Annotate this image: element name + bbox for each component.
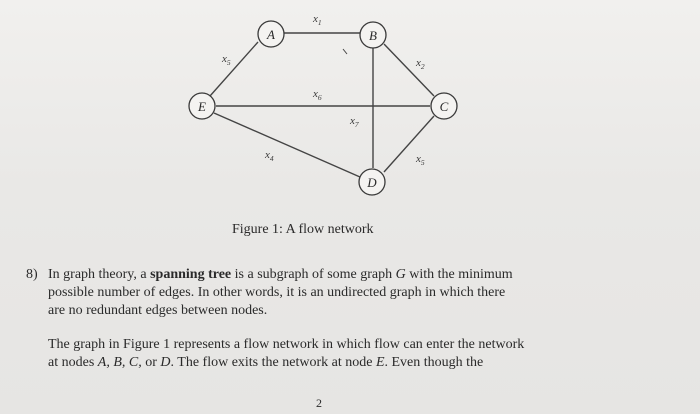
question-paragraph-2: The graph in Figure 1 represents a flow … (26, 336, 666, 372)
paragraph-line: are no redundant edges between nodes. (48, 303, 268, 318)
edge-label-x2: x2 (415, 57, 425, 71)
paragraph-line: In graph theory, a spanning tree is a su… (26, 266, 666, 284)
edge-E-D (213, 112, 361, 178)
text-run: In graph theory, a (48, 267, 151, 282)
node-D: D (358, 168, 386, 196)
page-number: 2 (316, 396, 322, 410)
edge-tick-mark (342, 48, 348, 55)
node-A: A (257, 20, 285, 48)
paragraph-line: at nodes A, B, C, or D. The flow exits t… (26, 354, 666, 372)
node-C: C (430, 92, 458, 120)
term-spanning-tree: spanning tree (150, 267, 232, 282)
edge-A-E (209, 41, 259, 97)
node-B: B (359, 21, 387, 49)
paragraph-line: The graph in Figure 1 represents a flow … (48, 337, 525, 352)
edge-label-x4: x4 (264, 149, 274, 163)
math-variable: E (375, 355, 385, 370)
edge-label-x6: x6 (312, 88, 322, 102)
math-variable: D (160, 355, 171, 370)
edge-label-x7: x7 (349, 115, 359, 129)
text-run: . Even though the (384, 355, 484, 370)
svg-text:C: C (440, 99, 449, 114)
text-run: with the minimum (405, 267, 513, 282)
math-variable: A, B, C, (97, 355, 142, 370)
edge-label-x5-ae: x5 (221, 53, 231, 67)
text-run: at nodes (48, 355, 98, 370)
edge-C-D (383, 115, 435, 173)
text-run: is a subgraph of some graph (231, 267, 396, 282)
paragraph-line: possible number of edges. In other words… (48, 285, 506, 300)
figure-caption: Figure 1: A flow network (232, 222, 374, 237)
text-run: . The flow exits the network at node (170, 355, 376, 370)
svg-text:E: E (197, 99, 206, 114)
flow-network-figure: x1 x2 x4 x5 x5 x6 x7 A B C D E (188, 13, 458, 196)
node-E: E (188, 92, 216, 120)
edge-label-x1: x1 (312, 13, 322, 27)
text-run: or (141, 355, 161, 370)
svg-text:A: A (266, 27, 275, 42)
svg-text:D: D (366, 175, 377, 190)
svg-text:B: B (369, 28, 377, 43)
edge-label-x5-cd: x5 (415, 153, 425, 167)
question-number: 8) (26, 267, 38, 282)
math-variable: G (395, 267, 406, 282)
edge-B-C (383, 43, 435, 97)
question-paragraph-1: 8) In graph theory, a spanning tree is a… (26, 266, 666, 320)
